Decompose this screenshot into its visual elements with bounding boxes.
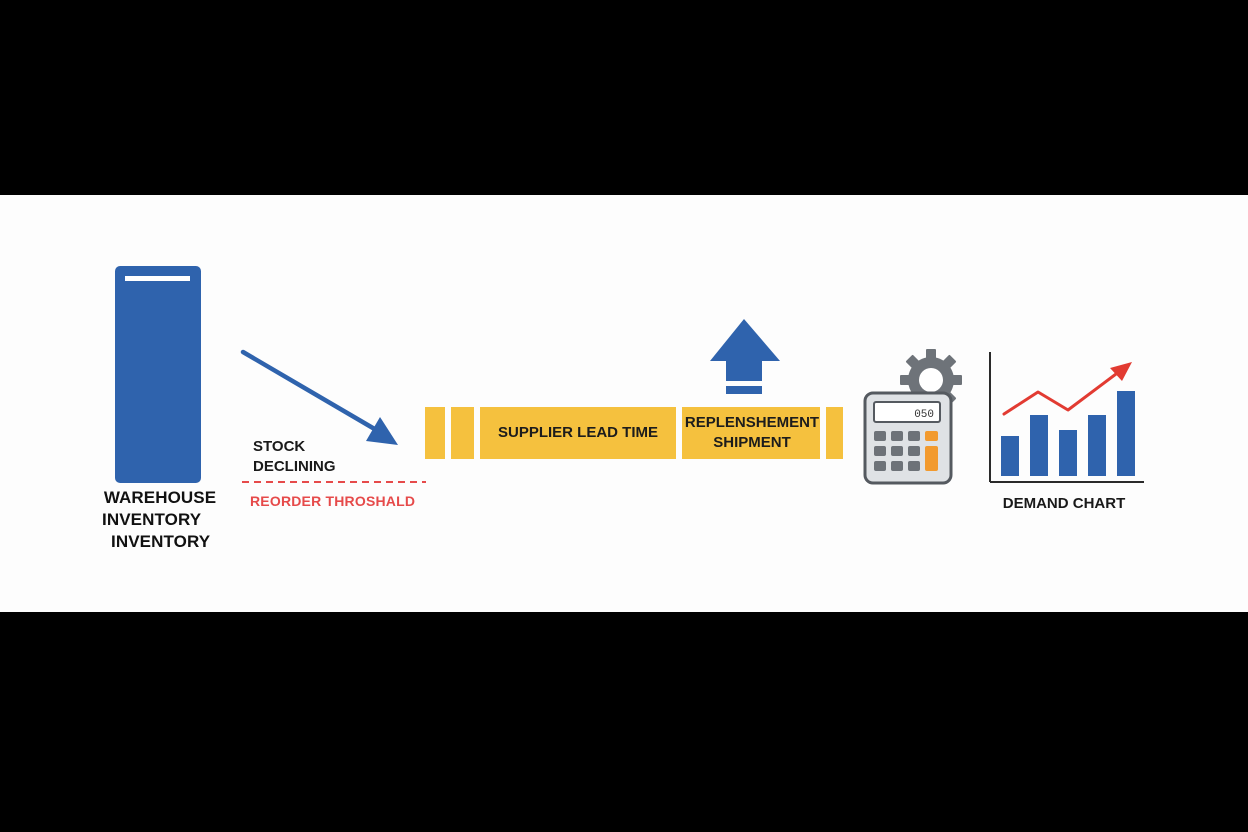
- diagram-canvas: WAREHOUSE INVENTORY INVENTORY STOCK DECL…: [0, 195, 1248, 612]
- letterbox-top: [0, 0, 1248, 195]
- reorder-threshold-label: REORDER THROSHALD: [250, 493, 416, 509]
- shipment-segment: [682, 407, 820, 459]
- bar-chart-trend-icon: [989, 352, 1144, 483]
- lead-time-segment: [480, 407, 676, 459]
- up-arrow-icon: [710, 319, 780, 394]
- lead-time-text: SUPPLIER LEAD TIME: [497, 424, 658, 441]
- stock-declining-label: STOCK DECLINING: [253, 437, 336, 477]
- reorder-threshold-line: [242, 481, 426, 483]
- calculator-display: 050: [914, 409, 934, 421]
- warehouse-bin-icon: [115, 266, 201, 483]
- shipment-label-line-2: SHIPMENT: [713, 434, 791, 451]
- supplier-lead-time-label: SUPPLIER LEAD TIME: [480, 407, 676, 459]
- timeline-segment-1: [425, 407, 445, 459]
- letterbox-bottom: [0, 612, 1248, 832]
- stock-label-line-2: DECLINING: [253, 458, 336, 475]
- shipment-label-line-1: REPLENSHEMENT: [684, 414, 820, 431]
- inventory-label-line-2: INVENTORY: [102, 510, 202, 529]
- timeline-segment-2: [451, 407, 474, 459]
- warehouse-inventory-label: WAREHOUSE INVENTORY INVENTORY: [92, 487, 228, 553]
- demand-chart-label: DEMAND CHART: [1002, 495, 1126, 512]
- down-right-arrow-icon: [240, 349, 398, 445]
- timeline-segment-end: [826, 407, 843, 459]
- stock-label-line-1: STOCK: [253, 438, 306, 455]
- replenishment-shipment-label: REPLENSHEMENT SHIPMENT: [682, 407, 822, 459]
- inventory-label-line-3: INVENTORY: [111, 532, 211, 551]
- inventory-label-line-1: WAREHOUSE: [103, 488, 217, 507]
- calculator-gear-icon: 050: [863, 349, 962, 485]
